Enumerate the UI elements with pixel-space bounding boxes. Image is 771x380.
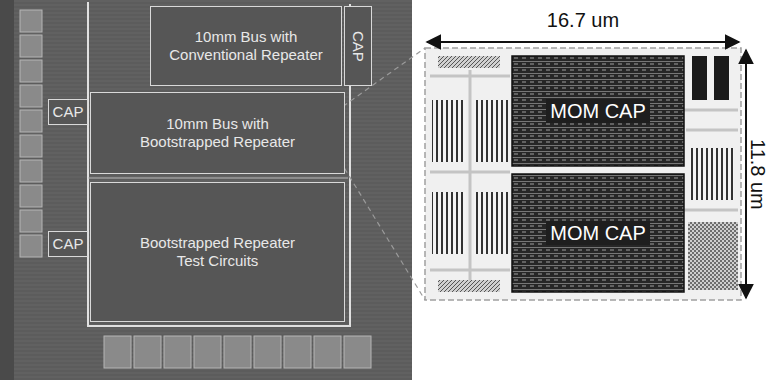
- layout-view: [425, 48, 741, 300]
- bond-pad: [20, 10, 42, 32]
- bond-pad: [284, 336, 311, 368]
- bond-pad: [20, 185, 42, 207]
- block-label: 10mm Bus with Bootstrapped Repeater: [133, 115, 303, 151]
- die-photo: [0, 0, 412, 380]
- bond-pad: [20, 35, 42, 57]
- transistor-array: [474, 100, 508, 162]
- mom-capacitor: [512, 174, 684, 292]
- bond-pad: [20, 210, 42, 232]
- transistor-array: [432, 192, 466, 254]
- bond-pad: [20, 110, 42, 132]
- block-label: MOM CAP: [546, 99, 650, 123]
- mom-capacitor: [512, 56, 684, 166]
- contact-array: [438, 56, 500, 68]
- dimension-arrow: [427, 41, 739, 43]
- device-block: [692, 56, 707, 100]
- cap-block: CAP: [344, 6, 372, 86]
- circuit-block: Bootstrapped Repeater Test Circuits: [90, 182, 345, 322]
- contact-array: [688, 222, 738, 290]
- cap-block: CAP: [48, 99, 89, 125]
- transistor-array: [690, 148, 734, 200]
- device-block: [714, 56, 729, 100]
- die-edge: [0, 0, 14, 380]
- bond-pad: [254, 336, 281, 368]
- bond-pad: [164, 336, 191, 368]
- transistor-array: [474, 192, 508, 254]
- circuit-block: 10mm Bus with Bootstrapped Repeater: [90, 92, 345, 174]
- block-label: CAP: [53, 103, 84, 121]
- bond-pad: [134, 336, 161, 368]
- block-outline: [88, 2, 350, 326]
- circuit-block: 10mm Bus with Conventional Repeater: [150, 6, 342, 86]
- block-divider: [88, 178, 348, 179]
- block-label: CAP: [53, 235, 84, 253]
- bond-pad: [104, 336, 131, 368]
- mom-cap-region: MOM CAP: [512, 174, 684, 292]
- bond-pad: [314, 336, 341, 368]
- contact-array: [438, 280, 500, 292]
- bond-pad: [20, 160, 42, 182]
- block-label: 10mm Bus with Conventional Repeater: [161, 28, 331, 64]
- dimension-label: 11.8 um: [748, 139, 768, 210]
- dimension-arrow: [745, 50, 747, 298]
- bond-pad: [20, 235, 42, 257]
- mom-cap-region: MOM CAP: [512, 56, 684, 166]
- bond-pad: [224, 336, 251, 368]
- bottom-pads: [104, 336, 371, 368]
- block-label: CAP: [349, 31, 367, 62]
- dimension-label: 16.7 um: [544, 10, 622, 30]
- bond-pad: [20, 135, 42, 157]
- block-label: MOM CAP: [546, 221, 650, 245]
- bond-pad: [20, 85, 42, 107]
- cap-block: CAP: [48, 231, 89, 257]
- left-pads: [20, 10, 42, 257]
- bond-pad: [344, 336, 371, 368]
- bond-pad: [20, 60, 42, 82]
- block-label: Bootstrapped Repeater Test Circuits: [133, 234, 303, 270]
- transistor-array: [432, 100, 466, 162]
- bond-pad: [194, 336, 221, 368]
